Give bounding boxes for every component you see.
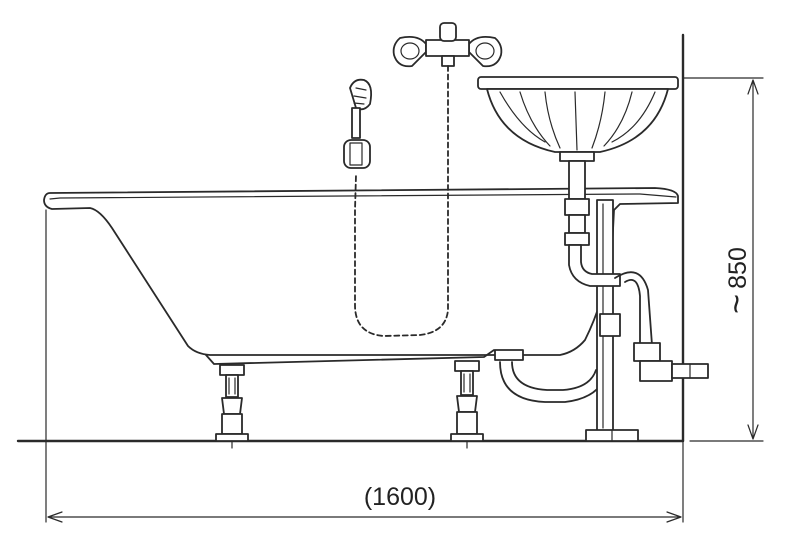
width-dimension-label: (1600) [364, 483, 436, 511]
bath-drain-pipe [494, 199, 639, 442]
hand-shower-icon [343, 78, 373, 169]
shower-hose [354, 65, 449, 337]
height-dimension: 850 ~ [682, 77, 764, 442]
washbasin [477, 76, 679, 162]
support-leg-left [215, 364, 249, 449]
basin-siphon [564, 160, 709, 382]
bathtub [43, 187, 679, 442]
support-leg-right [450, 360, 484, 449]
width-dimension: (1600) [45, 440, 684, 523]
height-dimension-label: 850 [724, 247, 752, 289]
approx-symbol: ~ [718, 294, 756, 314]
faucet-mixer [392, 22, 503, 68]
